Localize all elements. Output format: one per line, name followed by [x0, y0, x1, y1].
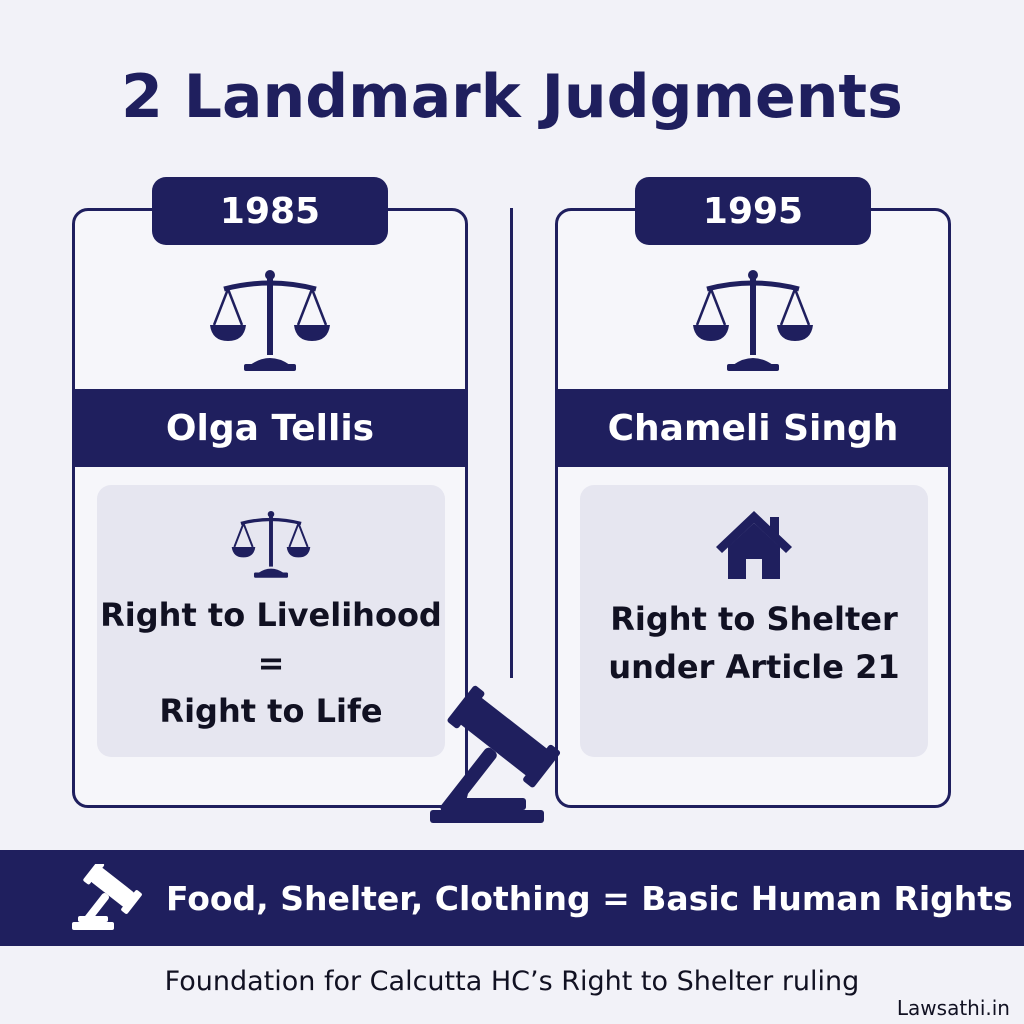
page-title: 2 Landmark Judgments [121, 62, 903, 132]
case-name: Chameli Singh [555, 389, 951, 467]
holding-line: Right to Life [159, 692, 383, 730]
holding-box: Right to Shelter under Article 21 [580, 485, 928, 757]
holding-line: = [257, 644, 285, 682]
holding-line: under Article 21 [608, 648, 900, 686]
center-divider [510, 208, 513, 678]
gavel-icon [430, 685, 561, 823]
gavel-icon [72, 864, 142, 930]
year-tab: 1995 [635, 177, 871, 245]
holding-text: Right to Livelihood = Right to Life [97, 591, 445, 735]
summary-banner: Food, Shelter, Clothing = Basic Human Ri… [0, 850, 1024, 946]
holding-text: Right to Shelter under Article 21 [580, 595, 928, 691]
brand-watermark[interactable]: Lawsathi.in [896, 996, 1010, 1020]
scales-of-justice-icon [210, 270, 330, 371]
holding-box: Right to Livelihood = Right to Life [97, 485, 445, 757]
banner-text: Food, Shelter, Clothing = Basic Human Ri… [166, 878, 1013, 918]
case-name: Olga Tellis [72, 389, 468, 467]
year-tab: 1985 [152, 177, 388, 245]
judgment-card-1995: 1995 Chameli Singh Right to Shelter [555, 177, 951, 808]
scales-of-justice-icon [693, 270, 813, 371]
footer-caption: Foundation for Calcutta HC’s Right to Sh… [164, 966, 860, 997]
holding-line: Right to Livelihood [100, 596, 442, 634]
judgment-card-1985: 1985 Olga Tellis [72, 177, 468, 808]
house-icon [716, 511, 792, 579]
scales-of-justice-icon [231, 510, 311, 578]
holding-line: Right to Shelter [610, 600, 898, 638]
